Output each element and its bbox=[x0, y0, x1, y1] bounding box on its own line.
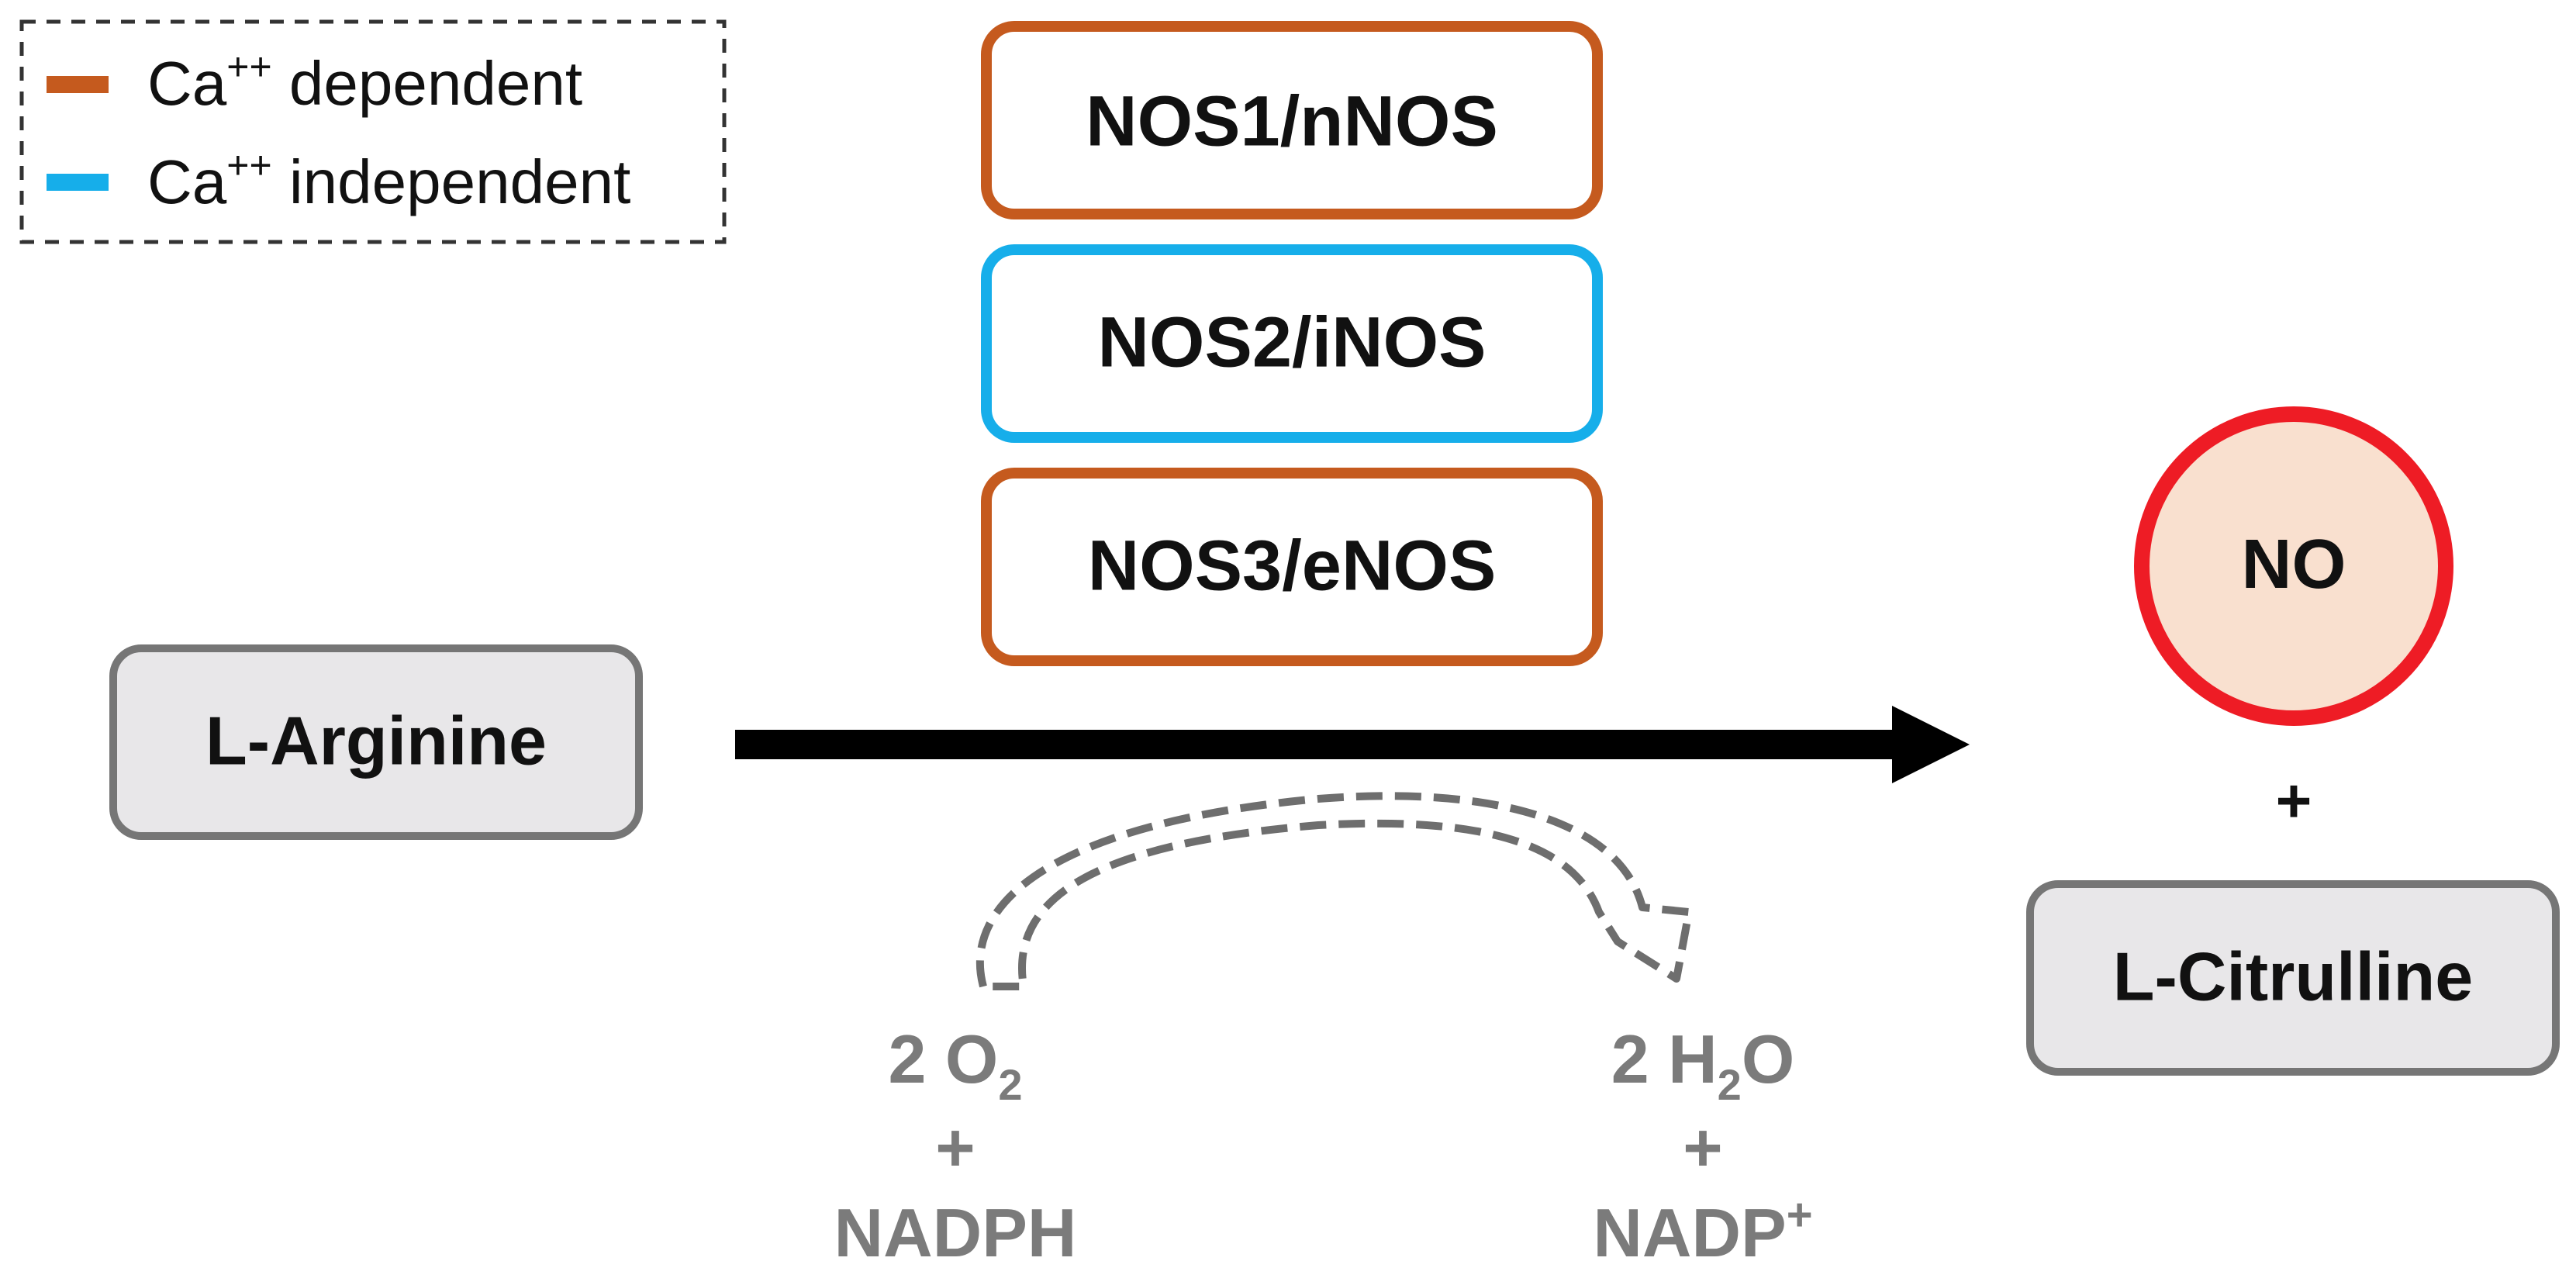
output-cofactors: 2 H2O + NADP+ bbox=[1593, 1021, 1812, 1268]
enzyme-box-nos2 bbox=[981, 244, 1603, 443]
l-arginine-label: L-Arginine bbox=[205, 702, 547, 779]
enzyme-label-nos3: NOS3/eNOS bbox=[1088, 526, 1497, 605]
legend-label-ca-dependent: Ca++ dependent bbox=[147, 45, 582, 118]
product-plus: + bbox=[2276, 766, 2312, 835]
cofactor-output-plus: + bbox=[1683, 1109, 1722, 1186]
enzyme-label-nos2: NOS2/iNOS bbox=[1097, 302, 1486, 382]
legend-label-ca-independent: Ca++ independent bbox=[147, 143, 630, 216]
enzyme-stack: NOS1/nNOS NOS2/iNOS NOS3/eNOS bbox=[981, 21, 1603, 666]
enzyme-box-nos1 bbox=[981, 21, 1603, 219]
cofactor-o2: 2 O2 bbox=[889, 1021, 1023, 1109]
cofactor-arrow bbox=[975, 792, 1693, 990]
legend-swatch-ca-independent bbox=[47, 174, 109, 191]
enzyme-box-nos3 bbox=[981, 468, 1603, 666]
cofactor-h2o: 2 H2O bbox=[1611, 1021, 1795, 1109]
reaction-arrowhead-icon bbox=[1892, 706, 1970, 783]
legend-swatch-ca-dependent bbox=[47, 76, 109, 93]
legend: Ca++ dependent Ca++ independent bbox=[19, 19, 727, 244]
substrate-node: L-Arginine bbox=[109, 644, 643, 840]
nitric-oxide-circle bbox=[2134, 406, 2453, 726]
cofactor-input-plus: + bbox=[935, 1109, 975, 1186]
l-citrulline-box bbox=[2026, 880, 2560, 1076]
legend-box bbox=[19, 19, 727, 244]
l-arginine-box bbox=[109, 644, 643, 840]
cofactor-nadph: NADPH bbox=[834, 1194, 1077, 1268]
cofactor-nadp: NADP+ bbox=[1593, 1190, 1812, 1268]
reaction-arrow bbox=[735, 706, 1970, 783]
nitric-oxide-label: NO bbox=[2242, 526, 2346, 603]
enzyme-label-nos1: NOS1/nNOS bbox=[1086, 81, 1498, 161]
l-citrulline-label: L-Citrulline bbox=[2113, 938, 2473, 1014]
input-cofactors: 2 O2 + NADPH bbox=[834, 1021, 1077, 1268]
products: NO + L-Citrulline bbox=[2026, 406, 2560, 1076]
cofactor-curved-arrow-icon bbox=[975, 792, 1693, 990]
